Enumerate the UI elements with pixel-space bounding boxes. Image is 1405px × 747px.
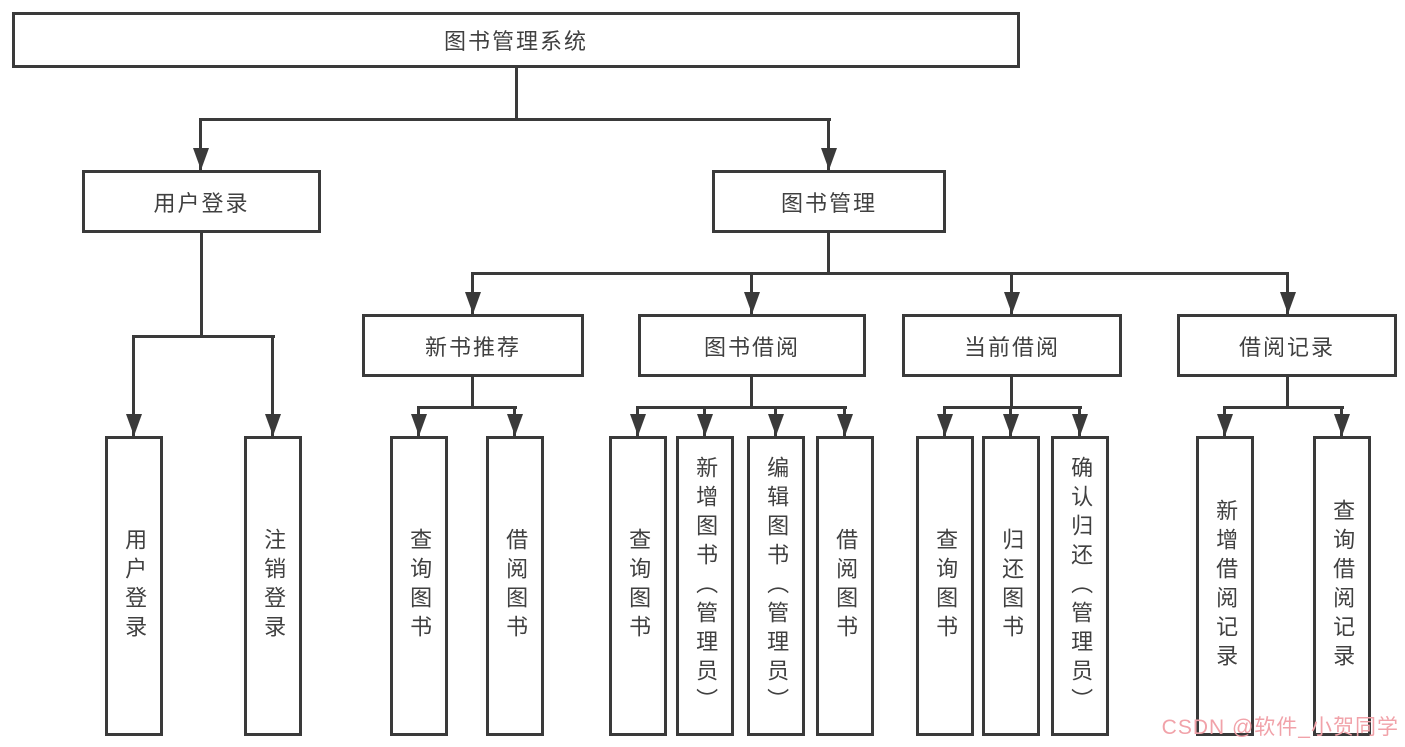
connector-user-login-branch — [132, 335, 275, 338]
leaf-borrow-query-books: 查询图书 — [609, 436, 667, 736]
connector-user-login-stub — [200, 233, 203, 335]
node-new-book-recommend: 新书推荐 — [362, 314, 584, 377]
connector-book-borrow-stub — [750, 377, 753, 406]
leaf-add-borrow-record: 新增借阅记录 — [1196, 436, 1254, 736]
leaf-logout: 注销登录 — [244, 436, 302, 736]
arrow-book-borrow-leaf-2 — [703, 406, 706, 436]
arrow-book-borrow-leaf-3 — [774, 406, 777, 436]
arrow-to-user-login — [199, 118, 202, 170]
connector-new-book-stub — [471, 377, 474, 406]
connector-root-stub — [515, 68, 518, 118]
arrow-book-borrow-leaf-4 — [843, 406, 846, 436]
node-book-management: 图书管理 — [712, 170, 946, 233]
csdn-watermark: CSDN @软件_小贺同学 — [1161, 716, 1399, 739]
connector-book-management-stub — [827, 233, 830, 272]
arrow-to-new-book-recommend — [471, 272, 474, 314]
arrow-current-borrow-leaf-2 — [1009, 406, 1012, 436]
connector-current-borrow-stub — [1010, 377, 1013, 406]
arrow-to-logout-leaf — [271, 335, 274, 436]
arrow-borrow-records-leaf-2 — [1340, 406, 1343, 436]
leaf-add-books-admin: 新增图书（管理员） — [676, 436, 734, 736]
connector-borrow-records-branch — [1223, 406, 1344, 409]
node-library-management-system: 图书管理系统 — [12, 12, 1020, 68]
node-user-login: 用户登录 — [82, 170, 321, 233]
connector-book-borrow-branch — [636, 406, 847, 409]
node-current-borrow: 当前借阅 — [902, 314, 1122, 377]
arrow-book-borrow-leaf-1 — [636, 406, 639, 436]
arrow-to-borrow-records — [1286, 272, 1289, 314]
arrow-new-book-leaf-2 — [513, 406, 516, 436]
leaf-recommend-query-books: 查询图书 — [390, 436, 448, 736]
leaf-query-borrow-record: 查询借阅记录 — [1313, 436, 1371, 736]
connector-root-branch — [200, 118, 831, 121]
connector-current-borrow-branch — [943, 406, 1082, 409]
leaf-current-query-books: 查询图书 — [916, 436, 974, 736]
arrow-current-borrow-leaf-3 — [1078, 406, 1081, 436]
leaf-return-books: 归还图书 — [982, 436, 1040, 736]
arrow-to-book-borrow — [750, 272, 753, 314]
leaf-borrow-books: 借阅图书 — [816, 436, 874, 736]
arrow-borrow-records-leaf-1 — [1223, 406, 1226, 436]
arrow-to-user-login-leaf — [132, 335, 135, 436]
leaf-user-login: 用户登录 — [105, 436, 163, 736]
arrow-to-book-management — [827, 118, 830, 170]
leaf-recommend-borrow-books: 借阅图书 — [486, 436, 544, 736]
leaf-confirm-return-admin: 确认归还（管理员） — [1051, 436, 1109, 736]
connector-new-book-branch — [417, 406, 517, 409]
arrow-new-book-leaf-1 — [417, 406, 420, 436]
node-book-borrow: 图书借阅 — [638, 314, 866, 377]
node-borrow-records: 借阅记录 — [1177, 314, 1397, 377]
connector-book-management-branch — [471, 272, 1289, 275]
leaf-edit-books-admin: 编辑图书（管理员） — [747, 436, 805, 736]
arrow-to-current-borrow — [1010, 272, 1013, 314]
arrow-current-borrow-leaf-1 — [943, 406, 946, 436]
connector-borrow-records-stub — [1286, 377, 1289, 406]
